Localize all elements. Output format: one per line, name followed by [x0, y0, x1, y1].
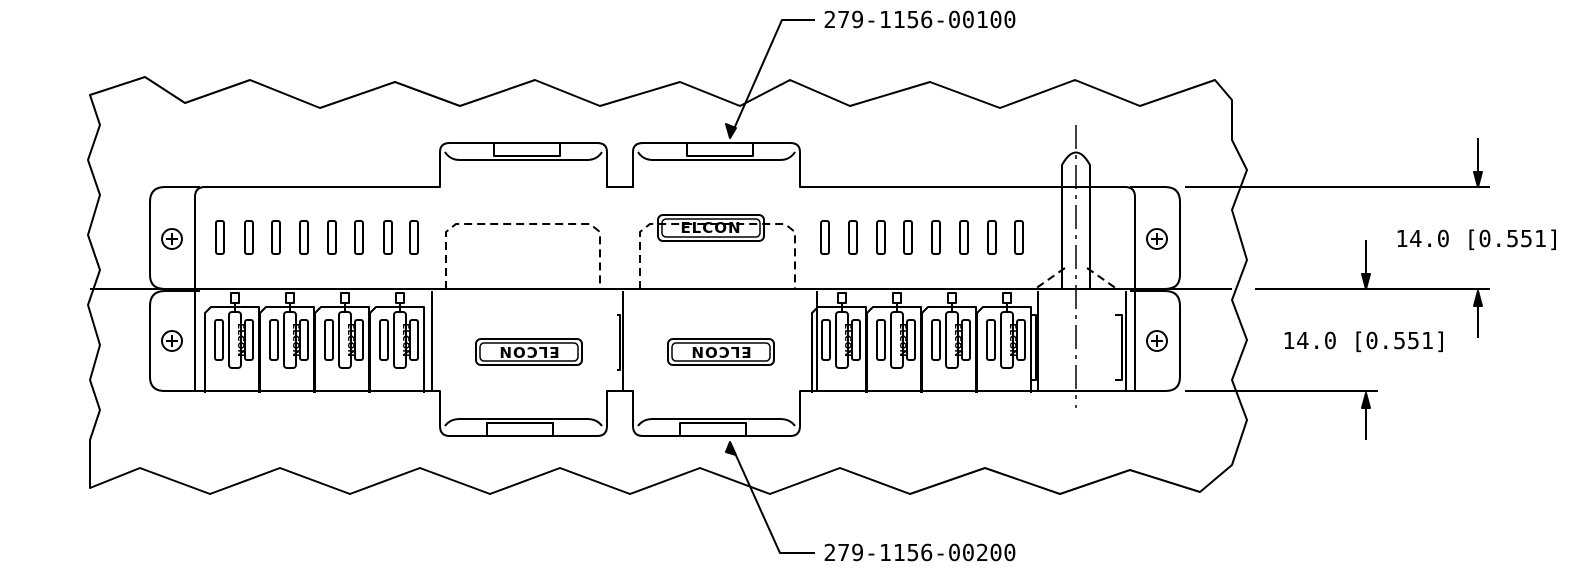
contact-slot: [820, 220, 830, 255]
contact-cell-logo: ELCON: [235, 323, 245, 357]
elcon-logo-lower-right: ELCON: [667, 338, 775, 366]
contact-slot: [876, 220, 886, 255]
dimension-upper: 14.0 [0.551]: [1185, 138, 1561, 290]
contact-cell-logo: ELCON: [1007, 323, 1017, 357]
contact-slot: [299, 220, 309, 255]
lower-connector: [149, 290, 1181, 437]
elcon-logo-upper: ELCON: [657, 214, 765, 242]
contact-cell-logo: ELCON: [897, 323, 907, 357]
contact-cell: ELCON: [921, 292, 977, 393]
contact-cell: ELCON: [866, 292, 922, 393]
mounting-hole-lower-left: [161, 330, 183, 352]
mounting-hole-upper-left: [161, 228, 183, 250]
upper-connector: [149, 125, 1181, 408]
contact-slot: [409, 220, 419, 255]
logo-text-lower-right: ELCON: [690, 343, 751, 361]
pcb-break-outline: [87, 76, 1248, 495]
callout-top: 279-1156-00100: [725, 8, 1017, 139]
contact-slot: [903, 220, 913, 255]
contact-cell: ELCON: [204, 292, 260, 393]
lower-contact-cells: ELCON ELCON ELCON ELCON ELCON ELCON ELCON ELCON: [204, 292, 1032, 393]
callout-bottom: 279-1156-00200: [725, 441, 1017, 567]
contact-slot: [383, 220, 393, 255]
contact-slot: [327, 220, 337, 255]
upper-contact-slots: [215, 220, 1024, 255]
logo-text-upper: ELCON: [680, 219, 741, 237]
contact-cell: ELCON: [369, 292, 425, 393]
contact-cell-logo: ELCON: [345, 323, 355, 357]
contact-slot: [354, 220, 364, 255]
contact-slot: [987, 220, 997, 255]
dimension-lower: 14.0 [0.551]: [1185, 290, 1483, 440]
contact-cell: ELCON: [259, 292, 315, 393]
mounting-hole-upper-right: [1146, 228, 1168, 250]
dimension-upper-label: 14.0 [0.551]: [1395, 227, 1561, 253]
contact-cell-logo: ELCON: [952, 323, 962, 357]
contact-slot: [848, 220, 858, 255]
contact-cell-logo: ELCON: [290, 323, 300, 357]
elcon-logo-lower-left: ELCON: [475, 338, 583, 366]
contact-slot: [244, 220, 254, 255]
contact-cell-logo: ELCON: [400, 323, 410, 357]
callout-bottom-label: 279-1156-00200: [823, 541, 1017, 567]
dimension-lower-label: 14.0 [0.551]: [1282, 329, 1448, 355]
contact-slot: [931, 220, 941, 255]
contact-slot: [959, 220, 969, 255]
contact-slot: [1014, 220, 1024, 255]
contact-slot: [271, 220, 281, 255]
contact-slot: [215, 220, 225, 255]
contact-cell-logo: ELCON: [842, 323, 852, 357]
callout-top-label: 279-1156-00100: [823, 8, 1017, 34]
logo-text-lower-left: ELCON: [498, 343, 559, 361]
guide-post: [1061, 151, 1091, 289]
mounting-hole-lower-right: [1146, 330, 1168, 352]
contact-cell: ELCON: [811, 292, 867, 393]
contact-cell: ELCON: [976, 292, 1032, 393]
contact-cell: ELCON: [314, 292, 370, 393]
